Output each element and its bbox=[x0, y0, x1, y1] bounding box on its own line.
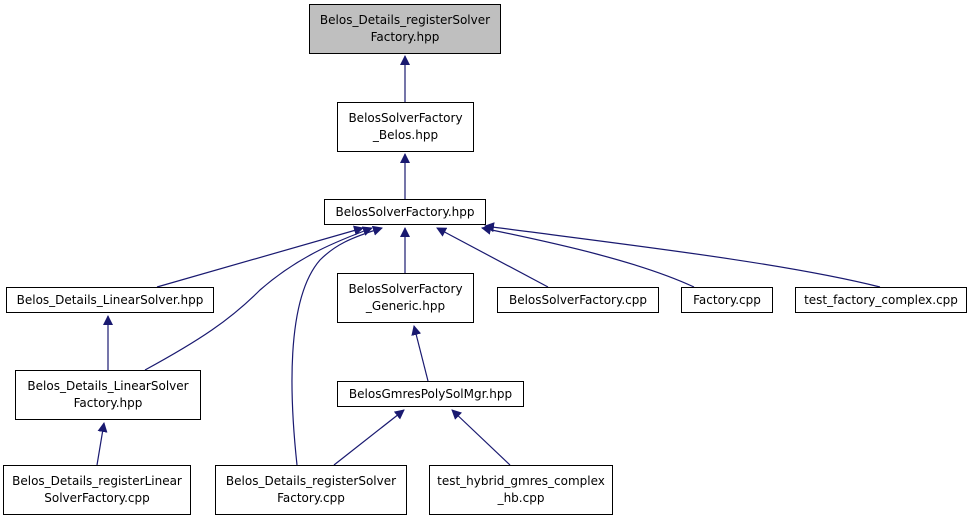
node-details-linearsolver-hpp[interactable]: Belos_Details_LinearSolver.hpp bbox=[6, 287, 214, 313]
node-root-registersolverfactory-hpp[interactable]: Belos_Details_registerSolver Factory.hpp bbox=[309, 4, 501, 54]
node-details-registerlinearsolverfactory-cpp[interactable]: Belos_Details_registerLinear SolverFacto… bbox=[3, 465, 191, 515]
edge-gmrespoly-to-bsf_generic bbox=[411, 325, 429, 382]
node-details-linearsolverfactory-hpp[interactable]: Belos_Details_LinearSolver Factory.hpp bbox=[15, 370, 201, 420]
edge-test_hybrid-to-gmrespoly bbox=[451, 409, 511, 466]
node-belossolverfactory-belos-hpp[interactable]: BelosSolverFactory _Belos.hpp bbox=[337, 102, 474, 152]
edge-linsolver-to-bsf bbox=[156, 225, 364, 288]
node-belosgmrespolysolmgr-hpp[interactable]: BelosGmresPolySolMgr.hpp bbox=[337, 381, 524, 407]
node-test-factory-complex-cpp[interactable]: test_factory_complex.cpp bbox=[795, 287, 967, 313]
edge-regsolver_cpp-to-gmrespoly bbox=[333, 409, 405, 466]
edge-linsolverfactory-to-bsf bbox=[144, 226, 373, 371]
node-belossolverfactory-hpp[interactable]: BelosSolverFactory.hpp bbox=[324, 199, 486, 225]
node-details-registersolverfactory-cpp[interactable]: Belos_Details_registerSolver Factory.cpp bbox=[215, 465, 407, 515]
node-belossolverfactory-cpp[interactable]: BelosSolverFactory.cpp bbox=[497, 287, 659, 313]
node-belossolverfactory-generic-hpp[interactable]: BelosSolverFactory _Generic.hpp bbox=[337, 273, 474, 323]
node-factory-cpp[interactable]: Factory.cpp bbox=[681, 287, 773, 313]
edge-bsf_cpp-to-bsf bbox=[436, 227, 549, 288]
edge-test_factory-to-bsf bbox=[484, 222, 881, 288]
edge-regsolver_cpp-to-bsf bbox=[291, 225, 383, 466]
edge-reglinear-to-linsolverfactory bbox=[96, 422, 108, 466]
edge-factory_cpp-to-bsf bbox=[481, 224, 695, 288]
node-test-hybrid-gmres-complex-hb-cpp[interactable]: test_hybrid_gmres_complex _hb.cpp bbox=[429, 465, 613, 515]
